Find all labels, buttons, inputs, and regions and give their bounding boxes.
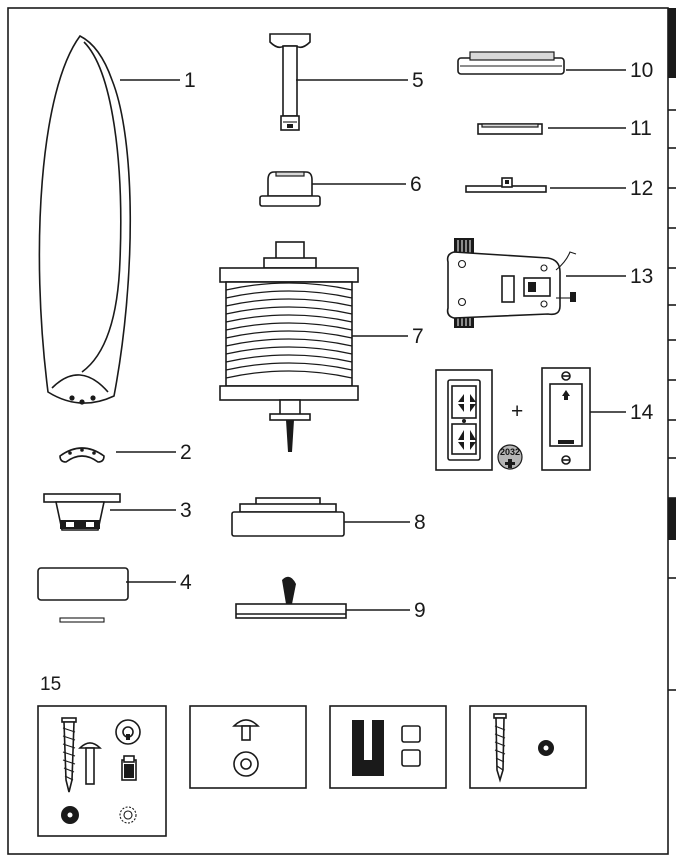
hardware-box-1 — [37, 705, 167, 837]
blade-clip-icon — [352, 720, 384, 776]
fan-blade-icon — [38, 34, 132, 405]
part-13-receiver: 13 — [446, 238, 653, 328]
part-number: 7 — [412, 325, 424, 348]
page-frame — [7, 7, 676, 855]
part-4-light-cover: 4 — [37, 567, 192, 623]
blade-bracket-icon — [43, 493, 121, 531]
part-number: 9 — [414, 599, 426, 622]
lock-washer-icon — [119, 806, 137, 824]
bolt-icon — [232, 719, 260, 741]
downrod-icon — [269, 33, 311, 131]
canopy-cover-icon — [477, 123, 543, 135]
part-number: 11 — [630, 117, 652, 140]
part-11-canopy-cover: 11 — [477, 117, 652, 140]
part-number: 5 — [412, 69, 424, 92]
receiver-icon — [446, 238, 577, 328]
motor-housing-icon — [219, 241, 359, 452]
part-number: 14 — [630, 401, 654, 424]
grommet-icon — [538, 740, 554, 756]
battery-icon: 2032 — [497, 444, 523, 470]
part-number: 8 — [414, 511, 426, 534]
part-number: 2 — [180, 441, 192, 464]
hardware-box-2 — [189, 705, 307, 789]
switch-housing-icon — [231, 497, 345, 537]
part-10-canopy-ring: 10 — [457, 51, 653, 82]
light-kit-plate-icon — [235, 576, 347, 619]
part-number: 6 — [410, 173, 422, 196]
part-7-motor-housing: 7 — [219, 241, 424, 452]
part-number: 10 — [630, 59, 653, 82]
part-12-mounting-plate: 12 — [465, 177, 653, 200]
wire-nut-icon — [121, 755, 137, 781]
remote-control-icon — [435, 369, 493, 471]
flat-washer-icon — [233, 751, 259, 777]
part-number: 4 — [180, 571, 192, 594]
part-1-fan-blade: 1 — [38, 34, 196, 405]
hardware-box-3 — [329, 705, 447, 789]
part-5-downrod: 5 — [269, 33, 424, 131]
canopy-ring-icon — [457, 51, 565, 75]
part-number: 1 — [184, 69, 196, 92]
wood-screw-icon — [61, 717, 77, 793]
washer-icon — [115, 719, 141, 745]
blade-support-icon — [59, 447, 105, 463]
part-number: 3 — [180, 499, 192, 522]
part-number: 15 — [40, 674, 61, 695]
anchor-screw-icon — [493, 713, 507, 783]
part-6-canopy: 6 — [259, 171, 422, 207]
part-number: 12 — [630, 177, 653, 200]
part-14-remote-and-wall-control: 2032 + 14 — [435, 367, 654, 471]
canopy-icon — [259, 171, 321, 207]
mounting-plate-icon — [465, 177, 547, 193]
part-2-blade-support: 2 — [59, 441, 192, 464]
part-3-blade-bracket: 3 — [43, 493, 192, 531]
part-number: 13 — [630, 265, 653, 288]
part-15-hardware: 15 — [37, 674, 587, 837]
plus-sign: + — [511, 400, 523, 423]
machine-screw-icon — [78, 742, 102, 785]
balancing-pad-icon — [401, 725, 421, 767]
battery-label: 2032 — [500, 447, 520, 457]
wall-plate-icon — [541, 367, 591, 471]
part-8-switch-housing: 8 — [231, 497, 426, 537]
part-9-light-kit-plate: 9 — [235, 576, 426, 622]
hardware-box-4 — [469, 705, 587, 789]
rubber-grommet-icon — [61, 806, 79, 824]
light-cover-icon — [37, 567, 129, 623]
